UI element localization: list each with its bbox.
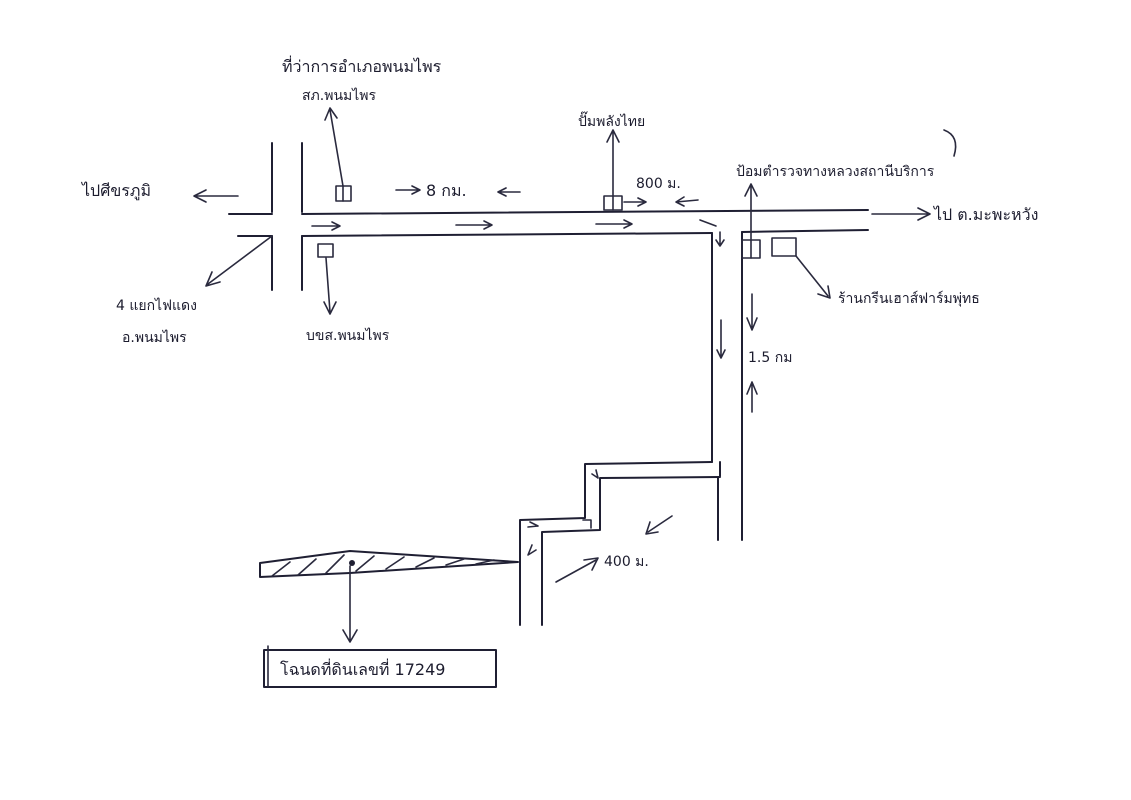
cross-road-left — [228, 142, 303, 291]
destination-label: โฉนดที่ดินเลขที่ 17249 — [280, 658, 445, 679]
destination-box: โฉนดที่ดินเลขที่ 17249 — [263, 645, 497, 688]
km-middle-label: 800 ม. — [636, 176, 681, 192]
building-markers — [317, 185, 797, 259]
map-labels: ไปศีขรภูมิ 8 กม. 800 ม. ไป ต.มะพะหวัง 1.… — [80, 55, 1038, 570]
km-vertical-label: 1.5 กม — [748, 350, 792, 366]
stepped-road — [519, 461, 721, 626]
landmark-top-right: ป้อมตำรวจทางหลวงสถานีบริการ — [736, 164, 935, 180]
to-left-label: ไปศีขรภูมิ — [80, 181, 151, 201]
landmark-bottom-left-line2: อ.พนมไพร — [122, 329, 187, 346]
landmark-below-road: บขส.พนมไพร — [306, 327, 390, 344]
pointer-arrows — [193, 107, 957, 583]
landmark-top-left-line2: สภ.พนมไพร — [302, 87, 377, 104]
land-parcel — [259, 550, 519, 643]
distance-bottom-label: 400 ม. — [604, 554, 649, 570]
landmark-right: ร้านกรีนเฮาส์ฟาร์มพุ่ทธ — [838, 290, 980, 307]
main-road — [301, 209, 869, 237]
km-left-label: 8 กม. — [426, 181, 467, 200]
landmark-top-left-line1: ที่ว่าการอำเภอพนมไพร — [282, 55, 442, 76]
side-road — [711, 231, 743, 541]
landmark-bottom-left-line1: 4 แยกไฟแดง — [116, 297, 197, 314]
landmark-top-middle: ปั๊มพลังไทย — [578, 111, 645, 130]
to-right-label: ไป ต.มะพะหวัง — [932, 205, 1038, 224]
